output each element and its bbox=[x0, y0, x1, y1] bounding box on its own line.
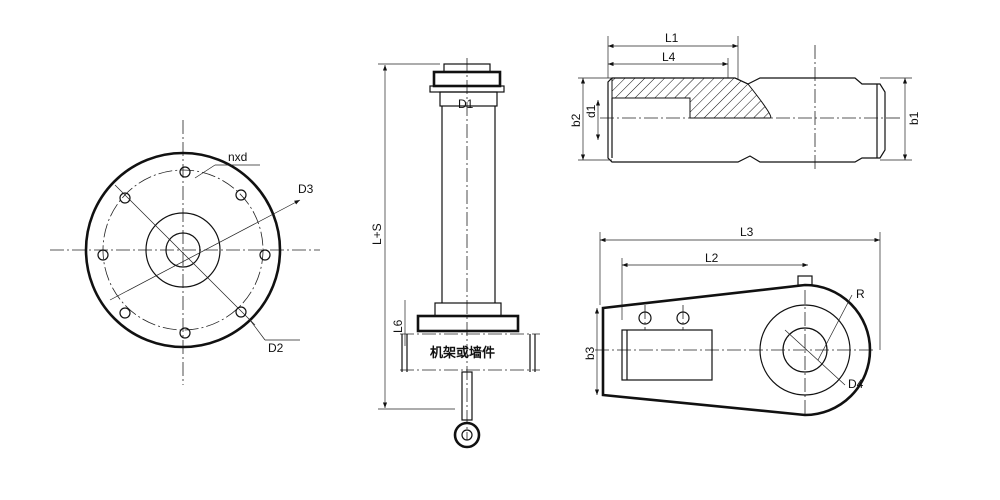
bracket-side-view: L3 L2 R D4 b3 bbox=[583, 225, 881, 417]
cylinder-side-view: 机架或墙件 D1 L+S L6 bbox=[370, 58, 540, 449]
label-d1-rod: d1 bbox=[584, 104, 598, 118]
label-l6: L6 bbox=[391, 319, 405, 333]
flange-end-view: nxd D3 D2 bbox=[50, 120, 320, 385]
label-l4: L4 bbox=[662, 50, 676, 64]
label-l3: L3 bbox=[740, 225, 754, 239]
label-nxd: nxd bbox=[228, 150, 247, 164]
label-d2: D2 bbox=[268, 341, 284, 355]
label-b2: b2 bbox=[569, 113, 583, 127]
label-r: R bbox=[856, 287, 865, 301]
label-d3: D3 bbox=[298, 182, 314, 196]
label-d4: D4 bbox=[848, 377, 864, 391]
label-l2: L2 bbox=[705, 251, 719, 265]
rod-end-section-view: L1 L4 b2 d1 b1 bbox=[569, 31, 921, 170]
label-b1: b1 bbox=[907, 111, 921, 125]
label-b3: b3 bbox=[583, 346, 597, 360]
label-l1: L1 bbox=[665, 31, 679, 45]
label-d1: D1 bbox=[458, 97, 474, 111]
label-frame: 机架或墙件 bbox=[430, 345, 495, 360]
label-l-plus-s: L+S bbox=[370, 223, 384, 245]
